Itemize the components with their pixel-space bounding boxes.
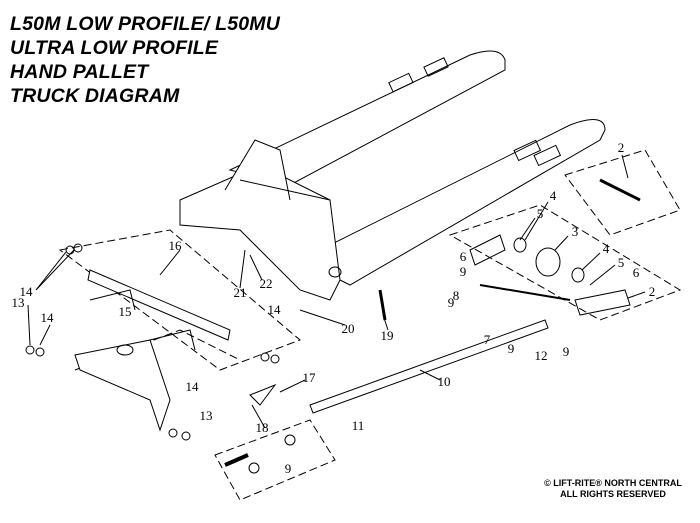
callout-3: 3	[571, 224, 579, 239]
callout-17: 17	[302, 370, 316, 385]
callout-14: 14	[40, 310, 54, 325]
pin-2	[599, 178, 641, 202]
callout-2: 2	[617, 140, 625, 155]
leader-lines	[27, 154, 646, 429]
callout-21: 21	[233, 285, 247, 300]
exploded-view-guides	[58, 149, 682, 501]
callout-14: 14	[185, 379, 199, 394]
lever-plate	[74, 339, 171, 432]
callout-4: 4	[602, 241, 610, 256]
wheel-assembly	[469, 234, 631, 316]
copyright-notice: © LIFT-RITE® NORTH CENTRAL ALL RIGHTS RE…	[528, 478, 698, 500]
callout-9: 9	[562, 344, 570, 359]
callout-13: 13	[199, 408, 213, 423]
callout-12: 12	[534, 348, 548, 363]
copyright-line: © LIFT-RITE® NORTH CENTRAL	[544, 478, 682, 488]
callout-9: 9	[284, 461, 292, 476]
callout-8: 8	[452, 288, 460, 303]
callout-6: 6	[459, 249, 467, 264]
title-line: L50M LOW PROFILE/ L50MU	[10, 13, 281, 35]
chassis	[179, 139, 342, 301]
pin-19	[378, 289, 387, 321]
callout-4: 4	[549, 188, 557, 203]
callout-14: 14	[267, 302, 281, 317]
callout-18: 18	[255, 420, 269, 435]
title-line: ULTRA LOW PROFILE	[10, 37, 219, 59]
callout-20: 20	[341, 321, 355, 336]
callout-7: 7	[483, 332, 491, 347]
callout-16: 16	[168, 238, 182, 253]
callout-10: 10	[437, 374, 451, 389]
fork-left	[228, 50, 506, 186]
callout-13: 13	[11, 295, 25, 310]
push-rod	[309, 319, 549, 414]
callout-15: 15	[118, 304, 132, 319]
callout-9: 9	[447, 295, 455, 310]
callout-6: 6	[632, 265, 640, 280]
callout-9: 9	[459, 264, 467, 279]
lever-hole	[116, 344, 134, 356]
axle-assembly	[87, 269, 231, 351]
page-title: L50M LOW PROFILE/ L50MU ULTRA LOW PROFIL…	[10, 12, 280, 108]
small-parts	[25, 243, 296, 474]
callout-5: 5	[536, 206, 544, 221]
callout-5: 5	[617, 255, 625, 270]
copyright-line: ALL RIGHTS RESERVED	[560, 489, 666, 499]
callout-19: 19	[380, 328, 394, 343]
callout-11: 11	[351, 418, 365, 433]
callout-9: 9	[507, 341, 515, 356]
title-line: TRUCK DIAGRAM	[10, 85, 180, 107]
callout-14: 14	[19, 284, 33, 299]
callout-22: 22	[259, 276, 273, 291]
callout-2: 2	[648, 284, 656, 299]
fork-right	[298, 119, 606, 286]
title-line: HAND PALLET	[10, 61, 149, 83]
